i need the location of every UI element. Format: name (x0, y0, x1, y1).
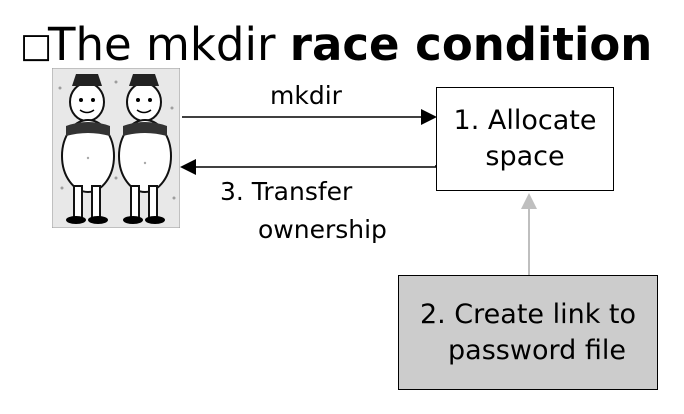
race-arrowhead (521, 193, 537, 209)
create-link-box: 2. Create link to password file (398, 275, 658, 390)
create-link-line1: 2. Create link to (419, 298, 637, 330)
allocate-box-line1: 1. Allocate (453, 105, 597, 136)
title-text: The mkdir (48, 18, 290, 71)
create-link-line2: password file (448, 334, 626, 366)
slide-title: □The mkdir race condition (20, 20, 652, 71)
transfer-label-line2: ownership (258, 215, 387, 244)
transfer-label-line1: 3. Transfer (220, 177, 353, 206)
title-emphasis: race condition (289, 18, 653, 71)
bullet-square-icon: □ (20, 26, 53, 66)
allocate-box-line2: space (485, 141, 565, 172)
transfer-arrow (194, 165, 437, 168)
mkdir-label: mkdir (270, 81, 342, 110)
twins-image (52, 68, 180, 228)
transfer-arrowhead (180, 159, 196, 175)
mkdir-arrowhead (421, 109, 437, 125)
allocate-space-box: 1. Allocate space (436, 87, 614, 191)
